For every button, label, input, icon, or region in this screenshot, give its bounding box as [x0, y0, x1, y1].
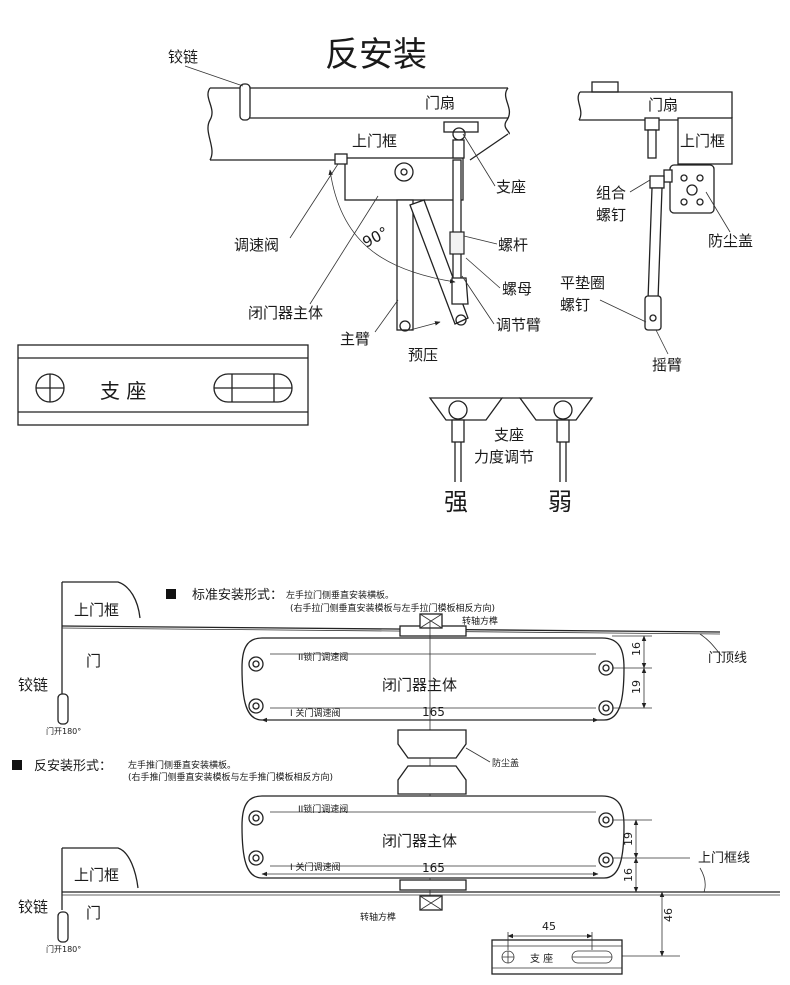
preload-arrow [409, 321, 441, 331]
standard-closer-body [241, 637, 625, 721]
side-label-upper-frame: 上门框 [680, 132, 725, 150]
leader-speed-valve [289, 163, 339, 239]
leader-washer-screw [599, 299, 647, 323]
dim-45-label: 45 [542, 920, 556, 933]
leader-combo-screw [629, 179, 651, 193]
side-label-combo-2: 螺钉 [596, 206, 626, 224]
standard-close-valve: I 关门调速阀 [290, 707, 341, 719]
leader-body [309, 195, 379, 305]
bullet-standard [166, 589, 176, 599]
reverse-lock-valve: II锁门调速阀 [298, 803, 348, 815]
standard-title: 标准安装形式： [192, 588, 283, 603]
dim-45-ext [507, 932, 593, 950]
label-adjust-arm: 调节臂 [496, 316, 541, 334]
label-nut: 螺母 [502, 280, 532, 298]
top-title: 反安装 [325, 35, 427, 75]
leader-nut [465, 257, 501, 289]
reverse-note-2: (右手推门侧垂直安装模板与左手推门模板相反方向) [128, 771, 333, 783]
dim-46-label: 46 [662, 908, 675, 922]
label-dust-cover-bottom: 防尘盖 [492, 757, 519, 769]
side-label-washer-1: 平垫圈 [560, 274, 605, 292]
leader-screw-rod [463, 235, 498, 245]
reverse-shaft-collar [399, 879, 467, 891]
reverse-label-shaft: 转轴方榫 [360, 911, 396, 923]
leader-dust-cover-bottom [465, 747, 491, 763]
leader-door-top-line [699, 633, 723, 657]
standard-label-shaft: 转轴方榫 [462, 615, 498, 627]
reverse-note-1: 左手推门侧垂直安装横板。 [128, 759, 236, 771]
standard-lock-valve: II锁门调速阀 [298, 651, 348, 663]
small-bracket [491, 939, 623, 975]
label-screw-rod: 螺杆 [498, 236, 528, 254]
bullet-reverse [12, 760, 22, 770]
standard-label-hinge: 铰链 [18, 676, 48, 694]
side-view [577, 81, 733, 331]
standard-label-upper-frame: 上门框 [74, 601, 119, 619]
standard-dim-165-label: 165 [422, 705, 445, 719]
reverse-title: 反安装形式： [34, 759, 112, 774]
standard-body-label: 闭门器主体 [382, 676, 457, 694]
reverse-label-open180: 门开180° [46, 944, 81, 954]
leader-adjust-arm [461, 275, 495, 325]
bracket-plate [17, 344, 309, 426]
leader-hinge [184, 65, 244, 87]
reverse-label-upper-frame: 上门框 [74, 866, 119, 884]
reverse-body-label: 闭门器主体 [382, 832, 457, 850]
standard-shaft-cross [419, 613, 443, 629]
label-body: 闭门器主体 [248, 304, 323, 322]
label-frame-line: 上门框线 [698, 851, 750, 866]
dust-cover-connector [397, 729, 467, 795]
closer-body [334, 153, 464, 201]
label-door-top-line: 门顶线 [708, 651, 747, 666]
label-weak: 弱 [548, 488, 572, 516]
bracket-top [443, 121, 479, 159]
label-upper-frame: 上门框 [352, 132, 397, 150]
side-label-combo-1: 组合 [596, 184, 626, 202]
standard-note-1: 左手拉门侧垂直安装横板。 [286, 589, 394, 601]
standard-label-open180: 门开180° [46, 726, 81, 736]
standard-note-2: (右手拉门侧垂直安装模板与左手拉门模板相反方向) [290, 602, 495, 614]
label-door-leaf: 门扇 [425, 94, 455, 112]
leader-swing-arm [655, 329, 669, 355]
door-leaf [207, 87, 511, 161]
bracket-plate-label: 支 座 [100, 379, 146, 403]
reverse-dim-16-label: 16 [622, 868, 635, 882]
side-label-washer-2: 螺钉 [560, 296, 590, 314]
leader-frame-line [699, 867, 706, 893]
leader-bracket [462, 133, 496, 187]
label-hinge: 铰链 [168, 48, 198, 66]
label-angle: 90° [359, 223, 391, 251]
reverse-dim-165-label: 165 [422, 861, 445, 875]
label-main-arm: 主臂 [340, 330, 370, 348]
main-arm [396, 199, 414, 332]
standard-dim-16-label: 16 [630, 642, 643, 656]
label-speed-valve: 调速阀 [234, 236, 279, 254]
side-label-door-leaf: 门扇 [648, 96, 678, 114]
force-label-2: 力度调节 [474, 448, 534, 466]
label-strong: 强 [444, 488, 468, 516]
side-label-swing-arm: 摇臂 [652, 356, 682, 374]
leader-dust-cover [705, 191, 731, 233]
reverse-close-valve: I 关门调速阀 [290, 861, 341, 873]
reverse-shaft-cross [419, 895, 443, 911]
side-label-dust-cover: 防尘盖 [708, 232, 753, 250]
small-bracket-label: 支 座 [530, 952, 553, 965]
reverse-closer-body [241, 795, 625, 879]
label-bracket: 支座 [496, 178, 526, 196]
reverse-label-hinge: 铰链 [18, 898, 48, 916]
reverse-label-door: 门 [86, 904, 101, 922]
leader-main-arm [374, 299, 399, 333]
standard-dim-19-label: 19 [630, 680, 643, 694]
force-label-1: 支座 [494, 426, 524, 444]
reverse-dim-19-label: 19 [622, 832, 635, 846]
label-preload: 预压 [408, 346, 438, 364]
hinge-pin [239, 83, 251, 121]
force-adjust [428, 397, 594, 482]
standard-frame [57, 581, 721, 725]
standard-label-door: 门 [86, 652, 101, 670]
